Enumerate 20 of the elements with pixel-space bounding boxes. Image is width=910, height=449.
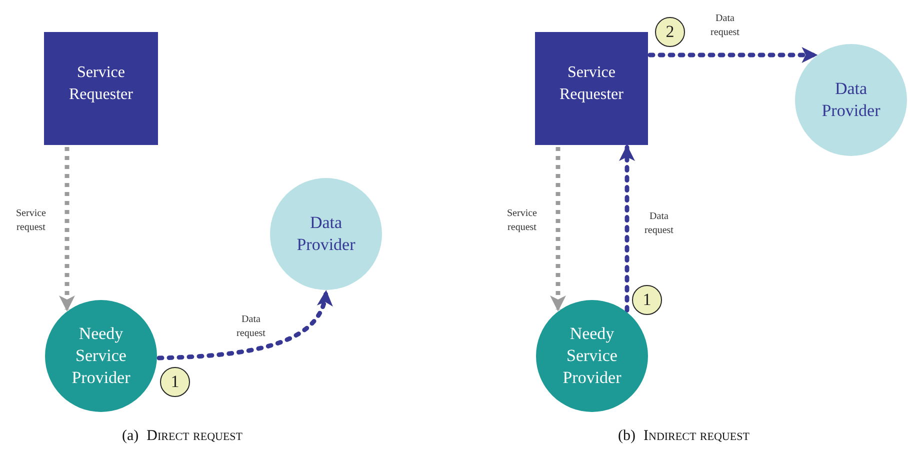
service-box [535,32,648,145]
step-number: 1 [160,367,190,397]
caption-letter: (b) [618,428,636,445]
arrow [619,144,635,313]
step-number: 2 [655,17,685,47]
node-label: Data Provider [296,212,356,256]
node-label: Needy Service Provider [562,323,622,389]
node-label: Service Requester [558,63,624,105]
node-label: Data Provider [820,78,882,122]
node-label: Service Requester [68,63,134,105]
step-number: 1 [632,285,662,315]
node-label: Needy Service Provider [70,323,132,389]
arrow [59,147,75,312]
caption: Indirect request [644,428,750,445]
arrow [648,47,818,63]
caption: Direct request [146,428,243,445]
arrow [156,290,332,360]
arrow [550,147,566,312]
caption-letter: (a) [122,428,139,445]
service-box [44,32,158,145]
